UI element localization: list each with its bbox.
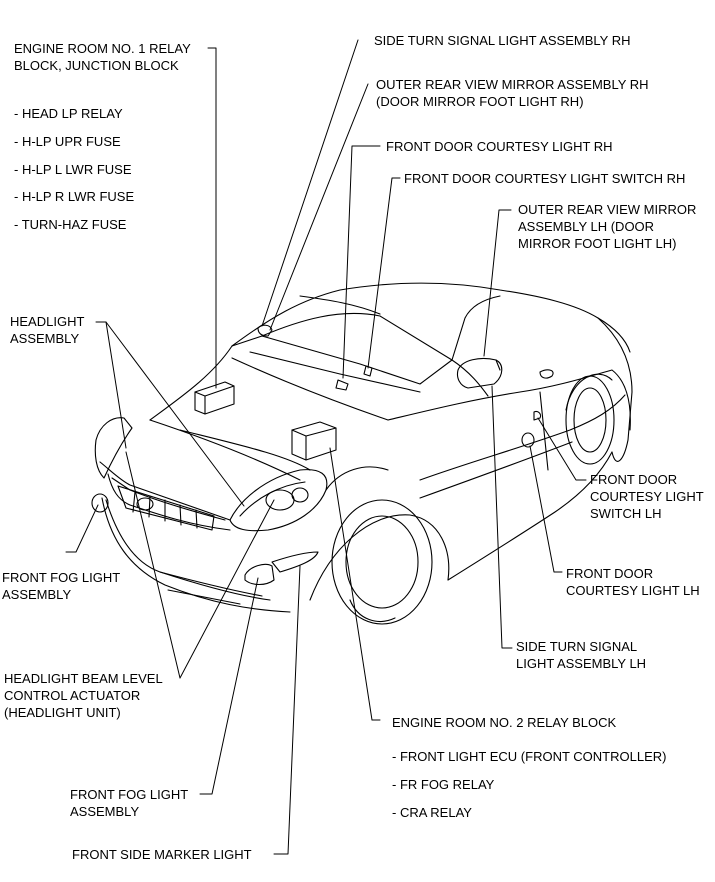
label-mirror-rh: OUTER REAR VIEW MIRROR ASSEMBLY RH (DOOR… bbox=[376, 77, 649, 109]
label-relay-block-1: ENGINE ROOM NO. 1 RELAY BLOCK, JUNCTION … bbox=[14, 41, 191, 73]
car-body bbox=[91, 282, 633, 625]
label-front-fog-light-bottom: FRONT FOG LIGHT ASSEMBLY bbox=[70, 787, 189, 819]
label-courtesy-light-lh: FRONT DOOR COURTESY LIGHT LH bbox=[566, 566, 700, 598]
relay-item-cra-relay: - CRA RELAY bbox=[392, 805, 472, 820]
relay-item-h-lp-upr-fuse: - H-LP UPR FUSE bbox=[14, 133, 121, 149]
label-relay-block-2: ENGINE ROOM NO. 2 RELAY BLOCK bbox=[392, 715, 617, 730]
label-side-turn-rh: SIDE TURN SIGNAL LIGHT ASSEMBLY RH bbox=[374, 33, 631, 48]
relay-item-head-lp-relay: - HEAD LP RELAY bbox=[14, 106, 123, 121]
relay-block-2-item-list: - FRONT LIGHT ECU (FRONT CONTROLLER) - F… bbox=[392, 743, 666, 827]
label-courtesy-switch-rh: FRONT DOOR COURTESY LIGHT SWITCH RH bbox=[404, 171, 686, 186]
relay-item-turn-haz-fuse: - TURN-HAZ FUSE bbox=[14, 217, 127, 233]
relay-item-h-lp-l-lwr-fuse: - H-LP L LWR FUSE bbox=[14, 161, 132, 177]
label-front-fog-light-left: FRONT FOG LIGHT ASSEMBLY bbox=[2, 570, 121, 602]
label-beam-level-actuator: HEADLIGHT BEAM LEVEL CONTROL ACTUATOR (H… bbox=[4, 671, 163, 720]
label-mirror-lh: OUTER REAR VIEW MIRROR ASSEMBLY LH (DOOR… bbox=[518, 202, 697, 251]
label-courtesy-switch-lh: FRONT DOOR COURTESY LIGHT SWITCH LH bbox=[590, 472, 704, 521]
relay-item-h-lp-r-lwr-fuse: - H-LP R LWR FUSE bbox=[14, 189, 135, 205]
label-side-turn-lh: SIDE TURN SIGNAL LIGHT ASSEMBLY LH bbox=[516, 639, 647, 671]
relay-block-1-item-list: - HEAD LP RELAY - H-LP UPR FUSE - H-LP L… bbox=[14, 100, 134, 239]
label-front-side-marker: FRONT SIDE MARKER LIGHT bbox=[72, 847, 252, 862]
label-courtesy-light-rh: FRONT DOOR COURTESY LIGHT RH bbox=[386, 139, 613, 154]
relay-item-front-light-ecu: - FRONT LIGHT ECU (FRONT CONTROLLER) bbox=[392, 749, 667, 764]
label-headlight-assembly: HEADLIGHT ASSEMBLY bbox=[10, 314, 85, 346]
relay-item-fr-fog-relay: - FR FOG RELAY bbox=[392, 777, 495, 792]
leader-lines bbox=[65, 39, 587, 855]
